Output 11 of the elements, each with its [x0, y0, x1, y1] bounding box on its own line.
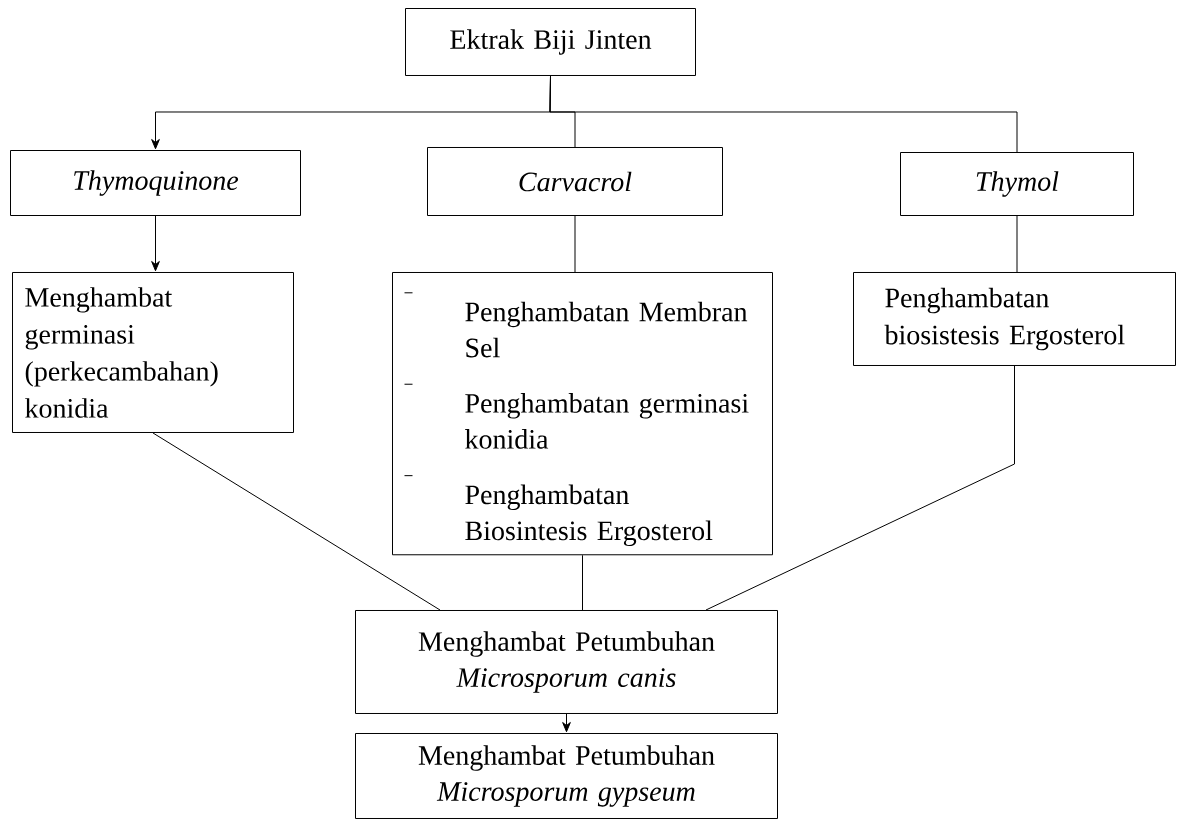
- process-box: Ektrak Biji Jinten: [405, 8, 696, 76]
- process-box: Menghambat Petumbuhan Microsporum canis: [355, 610, 778, 714]
- list-box: Penghambatan Membran Sel Penghambatan germinasi konidia Penghambatan Biosintesis Ergosterol: [392, 272, 773, 556]
- process-box: Thymoquinone: [10, 150, 301, 216]
- process-box: Menghambat Petumbuhan Microsporum gypseum: [355, 733, 778, 819]
- arrow: [151, 215, 160, 272]
- process-box: Menghambat germinasi (perkecambahan) konidia: [12, 272, 294, 433]
- process-box: Thymol: [900, 152, 1134, 216]
- process-box: Penghambatan biosistesis Ergosterol: [853, 272, 1176, 366]
- process-box: Carvacrol: [427, 147, 723, 216]
- arrow: [562, 713, 571, 733]
